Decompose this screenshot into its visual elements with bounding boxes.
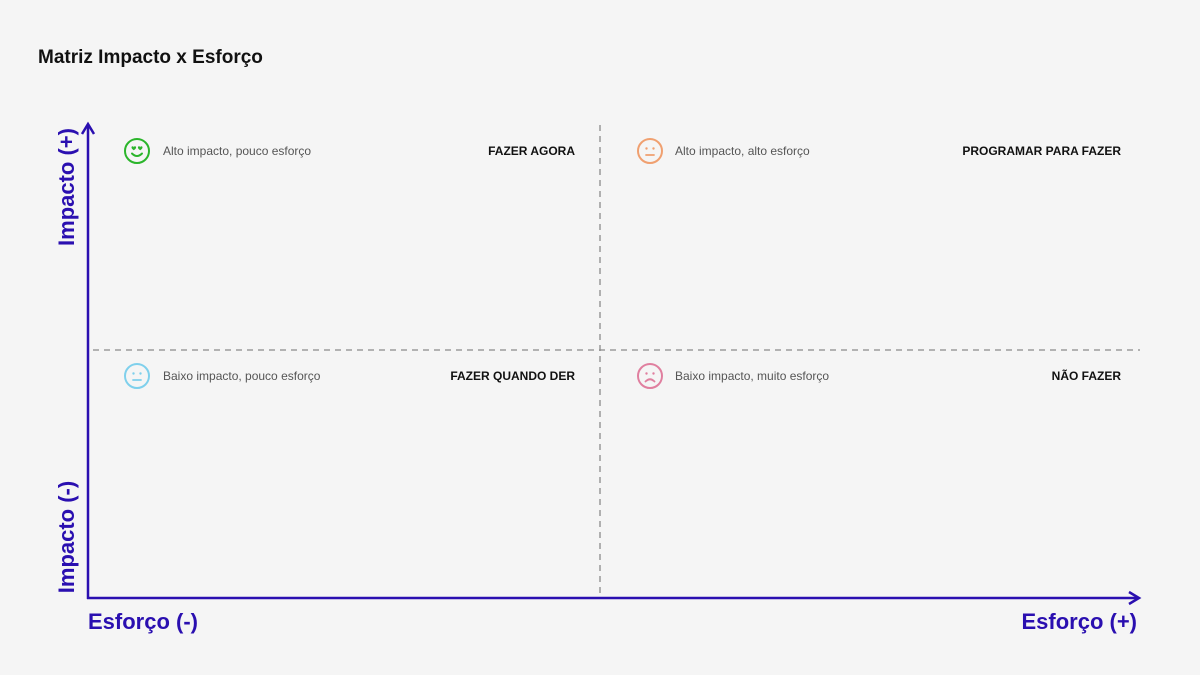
sad-face-icon — [637, 363, 663, 389]
x-axis-label-low: Esforço (-) — [88, 609, 198, 634]
quadrant-action: NÃO FAZER — [1051, 369, 1121, 383]
neutral-face-icon — [637, 138, 663, 164]
quadrant-description: Alto impacto, pouco esforço — [163, 144, 312, 158]
quadrant-action: PROGRAMAR PARA FAZER — [962, 144, 1121, 158]
quadrant-description: Baixo impacto, muito esforço — [675, 369, 830, 383]
quadrant-description: Baixo impacto, pouco esforço — [163, 369, 321, 383]
x-axis-arrow — [1128, 590, 1142, 606]
neutral-face-icon — [124, 363, 150, 389]
quadrant-description: Alto impacto, alto esforço — [675, 144, 810, 158]
y-axis-arrow — [80, 121, 96, 135]
y-axis-label-low: Impacto (-) — [54, 480, 79, 594]
x-axis-label-high: Esforço (+) — [1021, 609, 1137, 634]
y-axis-label-high: Impacto (+) — [54, 128, 79, 246]
heart-eyes-face-icon — [124, 138, 150, 164]
quadrant-action: FAZER QUANDO DER — [450, 369, 575, 383]
quadrant-action: FAZER AGORA — [488, 144, 575, 158]
page-title: Matriz Impacto x Esforço — [38, 47, 263, 68]
